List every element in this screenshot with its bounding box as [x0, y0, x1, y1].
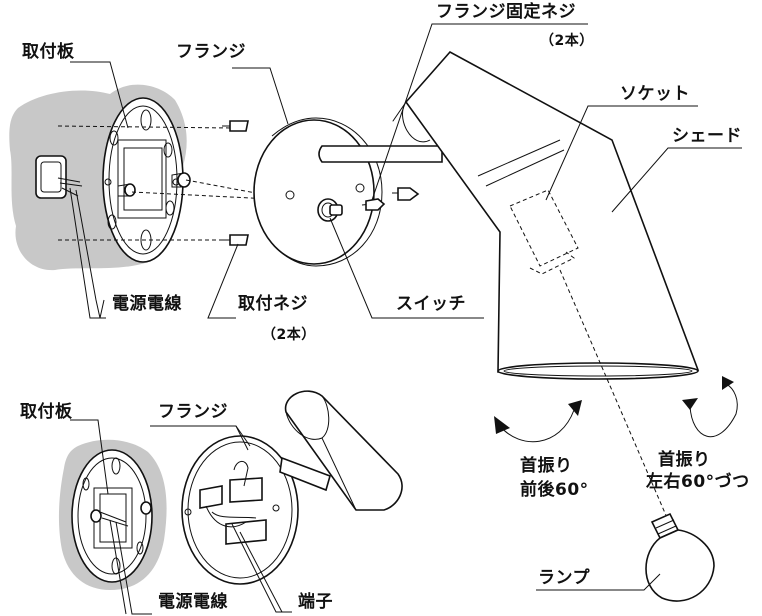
leader-mount-screw [207, 243, 239, 319]
leader-flange-bottom [235, 425, 251, 447]
label-power-wire-top: 電源電線 [112, 294, 182, 314]
label-tilt-front-back-1: 首振り [520, 456, 573, 476]
power-wire-top [57, 177, 83, 197]
label-flange-top: フランジ [176, 42, 246, 62]
label-tilt-left-right-2: 左右60°づつ [646, 472, 750, 492]
flange-screw-1 [361, 198, 386, 211]
flange-bottom [181, 435, 299, 585]
label-mount-plate-top: 取付板 [22, 42, 75, 62]
label-tilt-left-right-1: 首振り [658, 450, 711, 470]
tilt-arrow-left-right [682, 376, 738, 438]
label-lamp: ランプ [538, 568, 590, 588]
leader-power-wire-top [75, 189, 105, 319]
leader-lamp [536, 573, 661, 591]
flange-screw-2 [392, 187, 420, 201]
align-line-top-1 [57, 125, 233, 129]
leader-flange-top [232, 67, 289, 125]
mount-plate-bottom [71, 449, 153, 583]
label-flange-bottom: フランジ [158, 402, 228, 422]
align-line-top-4 [131, 191, 291, 201]
label-terminal: 端子 [298, 592, 333, 612]
label-flange-screw-qty: （2本） [540, 33, 594, 49]
leader-mount-plate-top [70, 61, 129, 129]
lamp-arm [318, 145, 443, 163]
leader-power-wire-bottom [115, 521, 152, 615]
leader-terminal [231, 523, 292, 613]
wall-outlet-box [35, 155, 67, 199]
mount-plate-top [102, 97, 191, 263]
lamp-shade-bottom [284, 390, 403, 511]
mount-screw-1 [222, 120, 249, 132]
leader-power-wire-top-b [69, 187, 106, 319]
leader-terminal-b [239, 531, 283, 613]
label-power-wire-bottom: 電源電線 [158, 592, 228, 612]
label-mount-screw: 取付ネジ [238, 294, 308, 314]
label-switch: スイッチ [396, 294, 466, 314]
leader-flange-bottom-b [150, 425, 249, 451]
leader-shade [611, 147, 742, 213]
lamp-arm-bottom [279, 456, 331, 492]
label-mount-screw-qty: （2本） [262, 327, 316, 343]
leader-socket [545, 105, 698, 201]
label-flange-screw: フランジ固定ネジ [436, 2, 576, 22]
lamp-shade [392, 50, 700, 380]
mount-screw-2 [220, 234, 249, 246]
label-mount-plate-bottom: 取付板 [20, 402, 73, 422]
tilt-arrow-front-back [494, 400, 582, 443]
lamp-bulb [645, 512, 715, 602]
leader-flange-screw [371, 23, 588, 201]
lamp-axis-line [559, 269, 669, 521]
leader-mount-plate-bottom [70, 419, 109, 495]
flange-top [253, 117, 383, 267]
label-socket: ソケット [620, 84, 690, 104]
label-tilt-front-back-2: 前後60° [520, 480, 589, 500]
leader-power-wire-bottom-b [109, 519, 127, 615]
socket [509, 189, 579, 275]
label-shade: シェード [672, 126, 742, 146]
